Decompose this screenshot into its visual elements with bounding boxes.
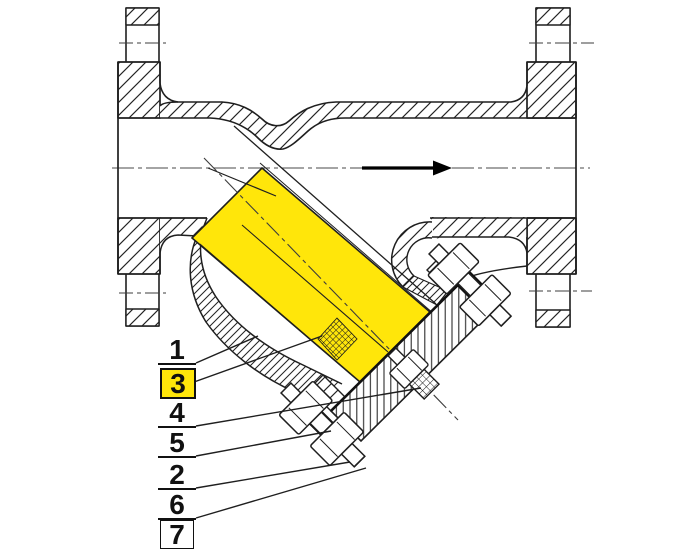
leader-6: [195, 467, 367, 519]
callout-label-1: 1: [158, 336, 196, 365]
bottom-right-wall: [160, 217, 576, 288]
callout-label-3: 3: [160, 368, 196, 399]
leader-lines: [193, 335, 422, 519]
leader-2: [195, 461, 351, 489]
upper-stud-assembly: [427, 242, 513, 328]
callout-label-4: 4: [158, 399, 196, 428]
leader-1: [195, 335, 259, 364]
callout-label-5: 5: [158, 429, 196, 458]
leader-5: [195, 430, 332, 457]
gasket-line: [330, 278, 465, 412]
callout-label-7: 7: [160, 520, 194, 549]
leader-3: [193, 335, 323, 383]
valve-body-section: [117, 7, 577, 408]
seat-line: [207, 167, 277, 197]
top-wall: [159, 62, 576, 150]
leader-4: [195, 387, 422, 427]
drain-plug: [387, 347, 441, 401]
callout-label-2: 2: [158, 461, 196, 490]
flow-arrow: [362, 160, 452, 176]
right-flange: [526, 7, 577, 328]
lower-stud-assembly: [279, 381, 366, 468]
callout-label-6: 6: [158, 491, 196, 520]
mesh-symbol: [317, 317, 358, 361]
left-flange: [117, 7, 161, 327]
tab-centerlines: [119, 42, 594, 294]
